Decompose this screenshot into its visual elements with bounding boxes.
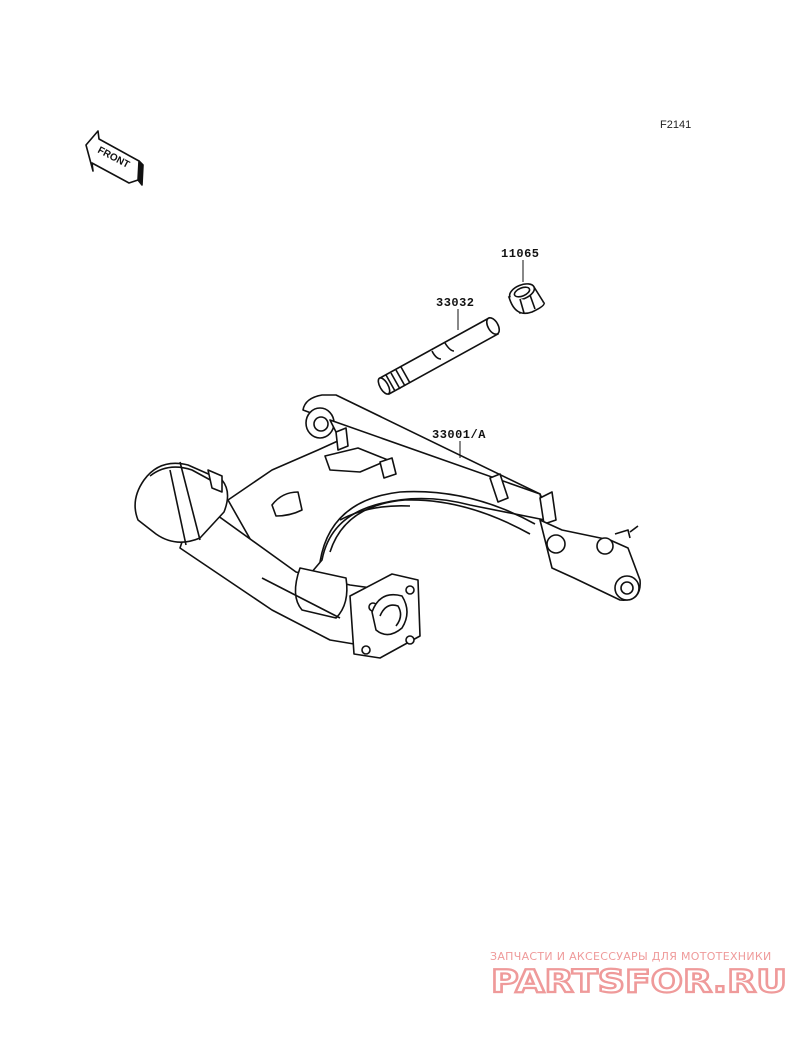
pivot-shaft-part xyxy=(377,316,501,396)
part-number-33032[interactable]: 33032 xyxy=(436,296,475,310)
swingarm-part xyxy=(134,394,641,659)
watermark-tagline: ЗАПЧАСТИ И АКСЕССУАРЫ ДЛЯ МОТОТЕХНИКИ xyxy=(490,950,772,963)
part-number-33001-a[interactable]: 33001/A xyxy=(432,428,486,442)
part-number-11065[interactable]: 11065 xyxy=(501,247,540,261)
watermark-logo: PARTSFOR.RU xyxy=(491,963,788,998)
watermark-logo-text: PARTSFOR.RU xyxy=(491,964,787,998)
front-direction-arrow-icon: FRONT xyxy=(85,130,144,186)
figure-code: F2141 xyxy=(660,119,692,131)
bushing-part xyxy=(507,283,546,315)
